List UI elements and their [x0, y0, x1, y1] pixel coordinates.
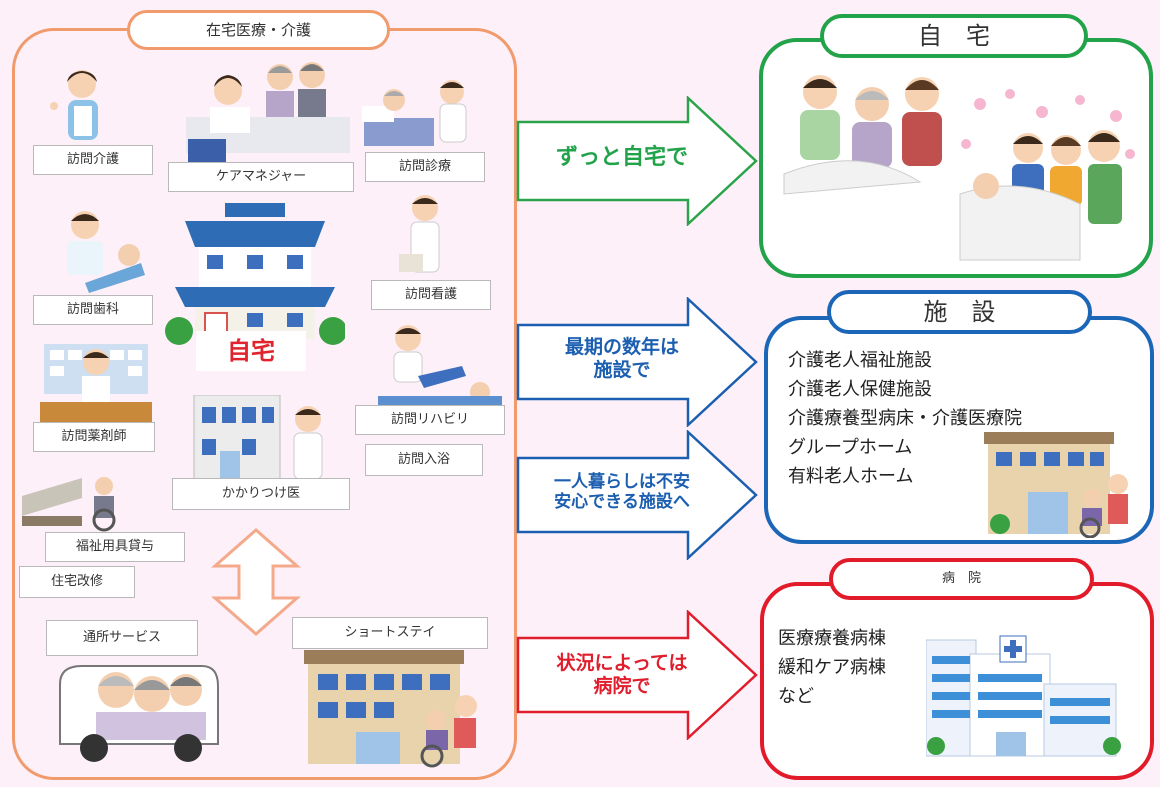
arrow-facility-alone — [516, 430, 758, 560]
facility-list: 介護老人福祉施設 介護老人保健施設 介護療養型病床・介護医療院 グループホーム … — [788, 346, 1022, 491]
service-houmon-kaigo: 訪問介護 — [33, 145, 153, 175]
arrow-home-line-1: ずっと自宅で — [555, 145, 688, 170]
service-houmon-kaigo-label: 訪問介護 — [66, 152, 119, 167]
home-care-title-text: 在宅医療・介護 — [205, 21, 311, 39]
service-kakaritsuke-label: かかりつけ医 — [221, 486, 301, 501]
hospital-item: 医療療養病棟 — [778, 628, 886, 649]
day-service-van-illustration — [59, 665, 219, 762]
arrow-hospital-text: 状況によっては 病院で — [522, 652, 722, 698]
clinic-illustration — [193, 395, 323, 480]
facility-item: 有料老人ホーム — [788, 466, 914, 487]
arrow-home-text: ずっと自宅で — [522, 145, 722, 171]
service-houmon-shika-label: 訪問歯科 — [66, 302, 119, 317]
hospital-list: 医療療養病棟 緩和ケア病棟 など — [778, 624, 886, 711]
welfare-equipment-illustration — [22, 477, 116, 532]
service-short-stay: ショートステイ — [292, 617, 488, 649]
arrow-hospital-line-2: 病院で — [593, 674, 651, 697]
service-jutaku-kaishu-label: 住宅改修 — [50, 574, 103, 589]
arrow-facility-end-of-life-text: 最期の数年は 施設で — [522, 336, 722, 382]
destination-hospital-title-text: 病 院 — [941, 571, 981, 586]
double-arrow-icon — [211, 528, 301, 636]
home-label: 自宅 — [196, 331, 306, 371]
service-houmon-yakuzaishi: 訪問薬剤師 — [33, 422, 155, 452]
caregiver-illustration — [50, 70, 98, 140]
facility-item: 介護老人福祉施設 — [788, 350, 932, 371]
service-fukushi-yogu: 福祉用具貸与 — [45, 532, 185, 562]
home-family-illustration — [783, 75, 1135, 261]
service-houmon-kango: 訪問看護 — [371, 280, 491, 310]
hospital-building-illustration — [926, 635, 1121, 757]
arrow-facility-alone-text: 一人暮らしは不安 安心できる施設へ — [522, 472, 722, 513]
service-houmon-nyuyoku-label: 訪問入浴 — [397, 452, 450, 467]
rehab-illustration — [378, 325, 502, 408]
service-houmon-kango-label: 訪問看護 — [404, 287, 457, 302]
home-house-illustration — [165, 203, 345, 345]
service-care-manager: ケアマネジャー — [168, 162, 354, 192]
care-manager-illustration — [186, 62, 350, 163]
service-houmon-nyuyoku: 訪問入浴 — [365, 444, 483, 476]
hospital-item: 緩和ケア病棟 — [778, 657, 886, 678]
service-fukushi-yogu-label: 福祉用具貸与 — [75, 539, 154, 554]
destination-facility-title-text: 施 設 — [923, 298, 996, 326]
arrow-facility-end-of-life — [516, 297, 758, 427]
service-houmon-shika: 訪問歯科 — [33, 295, 153, 325]
short-stay-building-illustration — [304, 650, 477, 768]
service-tsusho-label: 通所サービス — [82, 630, 161, 645]
arrow-hospital-line-1: 状況によっては — [556, 652, 688, 674]
service-houmon-rehab-label: 訪問リハビリ — [390, 412, 469, 427]
pharmacist-illustration — [40, 344, 152, 426]
nurse-illustration — [399, 195, 440, 273]
service-houmon-rehab: 訪問リハビリ — [355, 405, 505, 435]
arrow-facility-end-of-life-line-1: 最期の数年は — [564, 336, 679, 358]
destination-home-title-text: 自 宅 — [918, 22, 990, 50]
home-care-panel-title: 在宅医療・介護 — [127, 10, 390, 50]
service-kakaritsuke: かかりつけ医 — [172, 478, 350, 510]
home-label-text: 自宅 — [227, 337, 275, 365]
destination-facility-title: 施 設 — [827, 290, 1092, 334]
arrow-facility-end-of-life-line-2: 施設で — [593, 358, 651, 381]
service-care-manager-label: ケアマネジャー — [215, 169, 307, 184]
arrow-home — [516, 96, 758, 226]
hospital-item: など — [778, 686, 814, 707]
service-houmon-shinryo-label: 訪問診療 — [398, 159, 451, 174]
dentist-illustration — [67, 211, 145, 293]
service-houmon-yakuzaishi-label: 訪問薬剤師 — [61, 429, 127, 444]
service-short-stay-label: ショートステイ — [344, 625, 436, 640]
destination-hospital-title: 病 院 — [829, 558, 1094, 600]
service-tsusho: 通所サービス — [46, 620, 198, 656]
facility-item: グループホーム — [788, 437, 913, 458]
arrow-facility-alone-line-2: 安心できる施設へ — [554, 492, 690, 513]
doctor-visit-illustration — [362, 80, 467, 146]
arrow-facility-alone-line-1: 一人暮らしは不安 — [554, 472, 690, 492]
destination-home-title: 自 宅 — [820, 14, 1088, 58]
facility-item: 介護老人保健施設 — [788, 379, 932, 400]
service-houmon-shinryo: 訪問診療 — [365, 152, 485, 182]
facility-building-illustration — [984, 432, 1128, 538]
facility-item: 介護療養型病床・介護医療院 — [788, 408, 1022, 429]
service-jutaku-kaishu: 住宅改修 — [19, 566, 135, 598]
arrow-hospital — [516, 610, 758, 740]
